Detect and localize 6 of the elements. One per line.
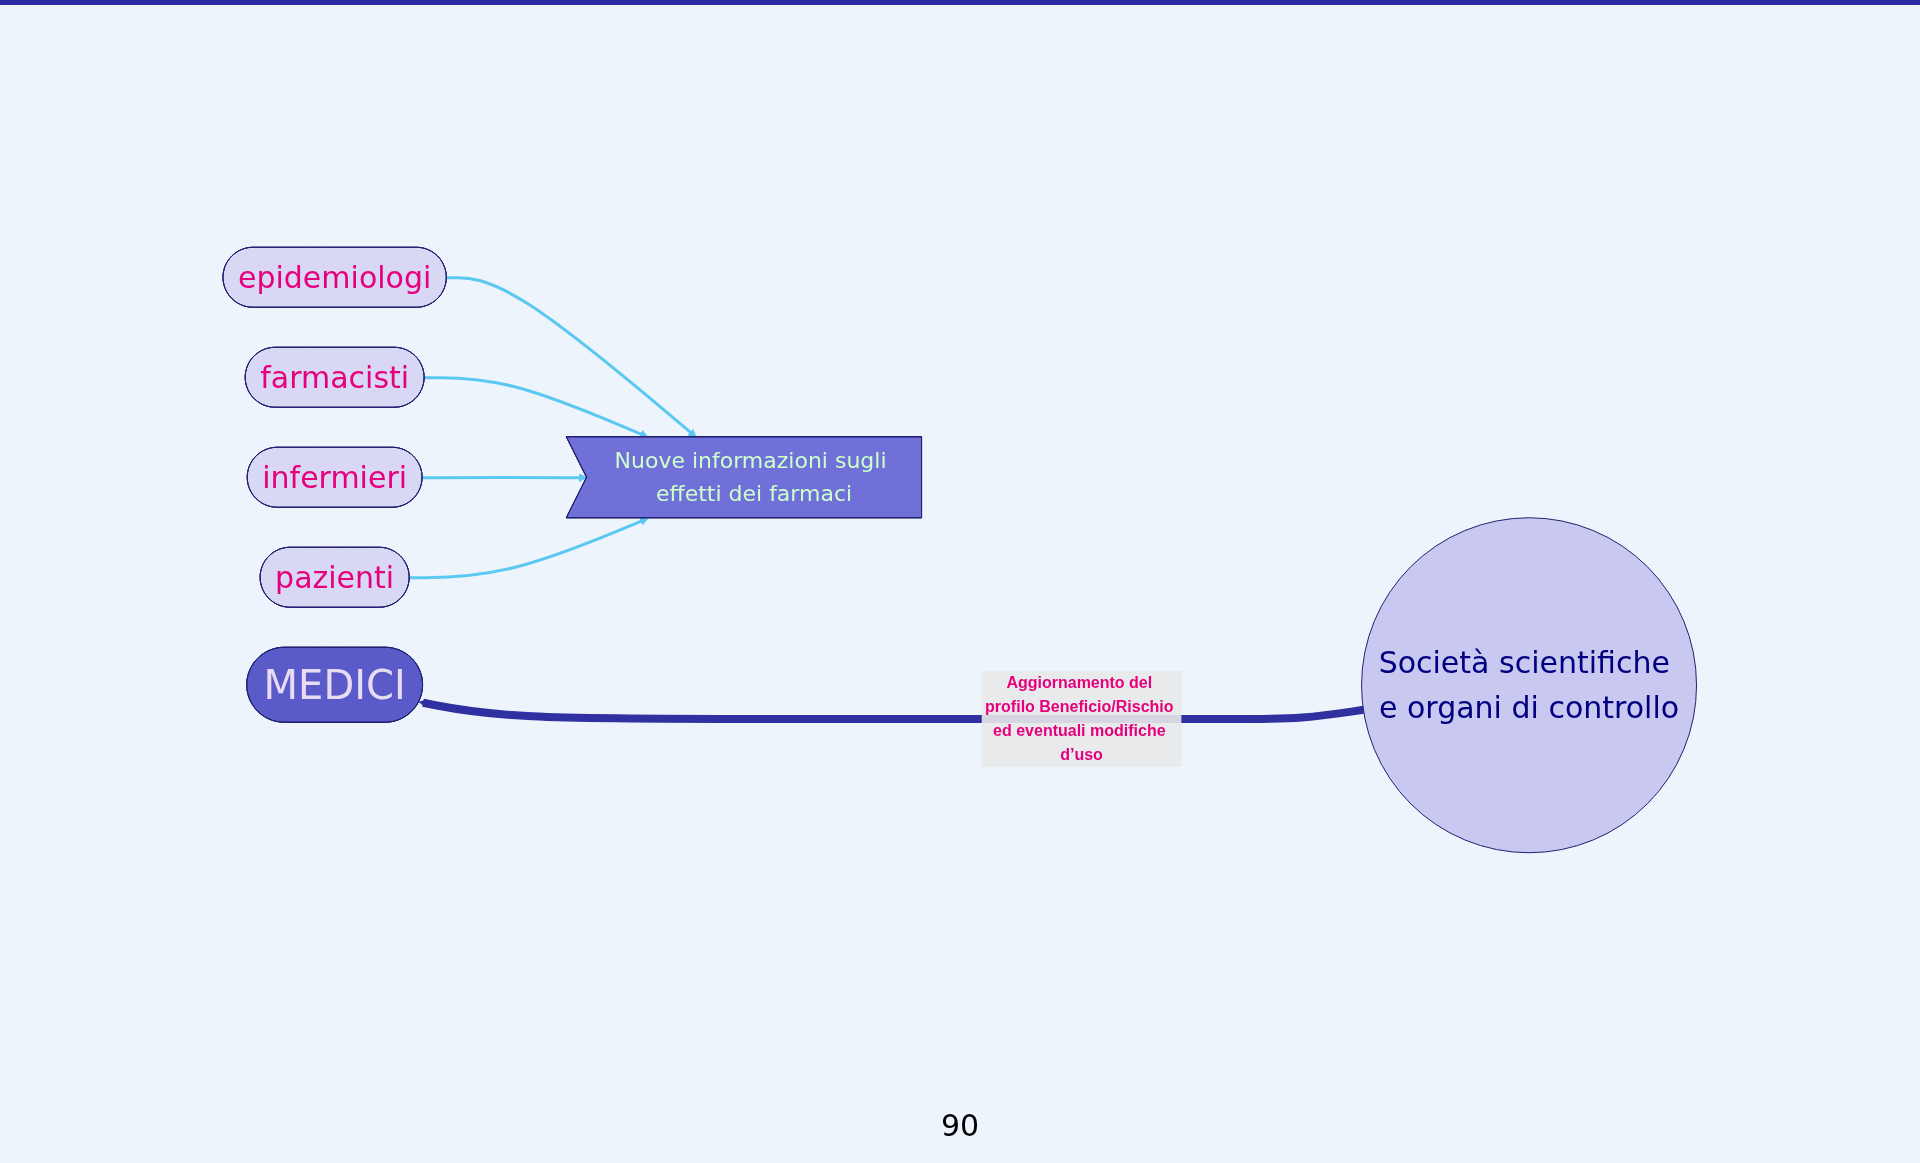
arrow xyxy=(422,473,588,483)
arrow xyxy=(447,276,697,438)
diagram: Aggiornamento del profilo Beneficio/Rischio ed eventuali modifiche d’uso epidemiologi farmacisti infermieri pazienti MEDICI Nuove informazioni sugli effetti dei farmaci Società scientifiche e organi di controllo xyxy=(215,20,1705,1080)
page-number: 90 xyxy=(940,1108,980,1143)
arrow xyxy=(409,517,649,580)
node-circle xyxy=(1361,517,1698,854)
